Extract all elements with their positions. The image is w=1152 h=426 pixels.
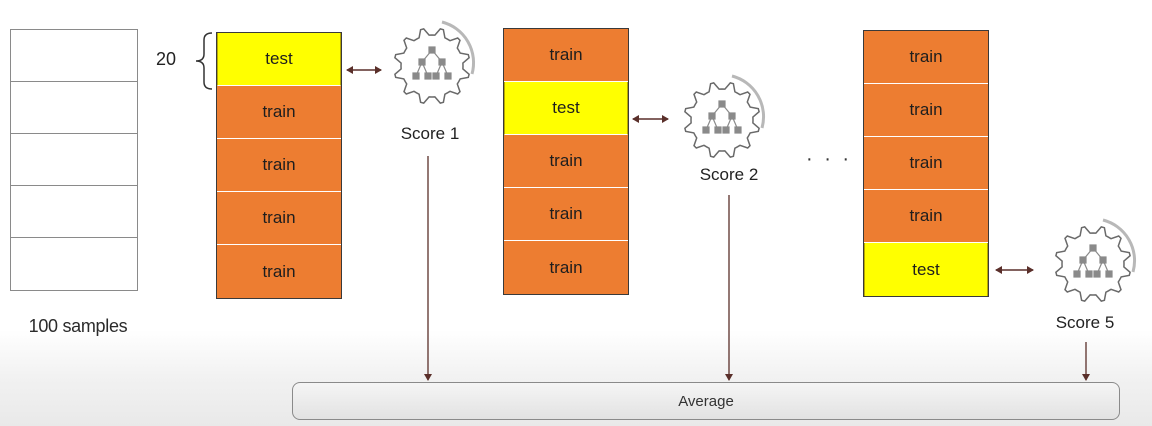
fold-2-block-2: test	[504, 82, 628, 135]
fold-5-column: train train train train test	[863, 30, 989, 297]
fold-5-block-4: train	[864, 190, 988, 243]
fold-2-block-1: train	[504, 29, 628, 82]
fold-2-column: train test train train train	[503, 28, 629, 295]
fold-5-block-1: train	[864, 31, 988, 84]
score-1-label: Score 1	[400, 124, 460, 143]
fold-5-block-5: test	[864, 243, 988, 296]
brace-icon	[195, 32, 213, 90]
sample-column	[10, 29, 138, 291]
gear-model-icon	[1055, 218, 1137, 302]
fold-5-block-3: train	[864, 137, 988, 190]
sample-cell	[11, 82, 137, 134]
sample-cell	[11, 186, 137, 238]
score-2-label: Score 2	[699, 165, 759, 184]
sample-cell	[11, 238, 137, 290]
fold-1-column: test train train train train	[216, 32, 342, 299]
fold-2-block-3: train	[504, 135, 628, 188]
score-5-label: Score 5	[1055, 313, 1115, 332]
fold-1-block-5: train	[217, 245, 341, 298]
sample-cell	[11, 134, 137, 186]
fold-2-block-4: train	[504, 188, 628, 241]
ellipsis: · · ·	[806, 148, 853, 170]
fold-1-block-2: train	[217, 86, 341, 139]
fold-1-block-3: train	[217, 139, 341, 192]
average-label: Average	[678, 392, 734, 410]
fold-size-label: 20	[156, 49, 177, 69]
fold-1-block-1: test	[217, 33, 341, 86]
fold-1-block-4: train	[217, 192, 341, 245]
samples-label: 100 samples	[28, 316, 128, 336]
gear-model-icon	[394, 20, 476, 104]
gear-model-icon	[684, 74, 766, 158]
fold-2-block-5: train	[504, 241, 628, 294]
average-box: Average	[292, 382, 1120, 420]
fold-5-block-2: train	[864, 84, 988, 137]
sample-cell	[11, 30, 137, 82]
